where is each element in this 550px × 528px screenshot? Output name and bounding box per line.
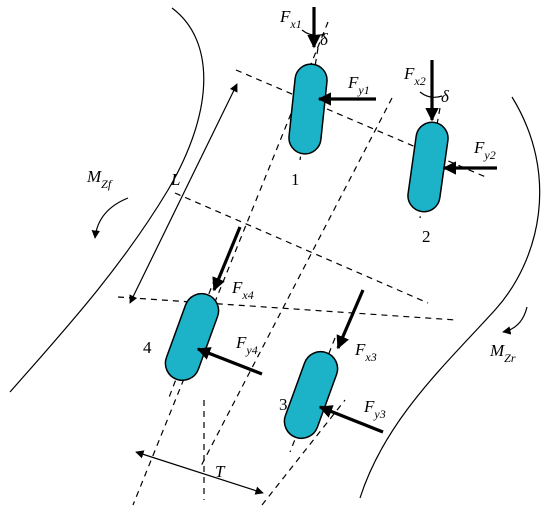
moment-rear-label: MZr xyxy=(489,341,516,365)
force-fy4-arrow xyxy=(196,347,263,376)
wheelbase-dimension xyxy=(129,83,238,304)
force-fx1-label: Fx1 xyxy=(279,7,302,31)
moment-front-label: MZf xyxy=(86,167,113,191)
moment-rear-arrow xyxy=(502,306,528,335)
force-fx4-arrow xyxy=(212,226,242,292)
track-label: T xyxy=(215,462,226,481)
front-axle-line xyxy=(235,69,489,179)
wheel-4 xyxy=(164,292,220,382)
wheel-2-number: 2 xyxy=(422,227,431,246)
left-side-line xyxy=(132,21,329,506)
road-right-boundary xyxy=(359,96,541,499)
steer-angle-2-label: δ xyxy=(441,87,450,106)
moment-front-arrow xyxy=(91,197,129,239)
steer-angle-2-arc xyxy=(419,91,443,98)
wheel-4-number: 4 xyxy=(143,338,152,357)
force-fy3-label: Fy3 xyxy=(363,397,386,421)
rear-axle-line xyxy=(117,296,457,321)
force-fy1-label: Fy1 xyxy=(347,73,370,97)
wheel-1-number: 1 xyxy=(291,170,300,189)
steer-angle-1-arc xyxy=(301,29,326,36)
force-fx3-arrow xyxy=(336,289,365,350)
wheel-1 xyxy=(288,63,328,155)
force-fx4-label: Fx4 xyxy=(231,278,254,302)
wheelbase-label: L xyxy=(170,170,180,189)
force-fy2-label: Fy2 xyxy=(473,138,496,162)
track-dimension xyxy=(135,450,264,495)
wheel-3 xyxy=(283,350,339,440)
mid-line xyxy=(174,192,429,304)
force-fx2-label: Fx2 xyxy=(403,64,426,88)
steer-angle-1-label: δ xyxy=(320,30,329,49)
wheel-3-number: 3 xyxy=(279,395,288,414)
force-fy4-label: Fy4 xyxy=(235,333,258,357)
force-fx3-label: Fx3 xyxy=(354,340,377,364)
right-side-line xyxy=(199,97,393,469)
wheel-2 xyxy=(407,121,449,213)
force-fy3-arrow xyxy=(318,405,384,434)
